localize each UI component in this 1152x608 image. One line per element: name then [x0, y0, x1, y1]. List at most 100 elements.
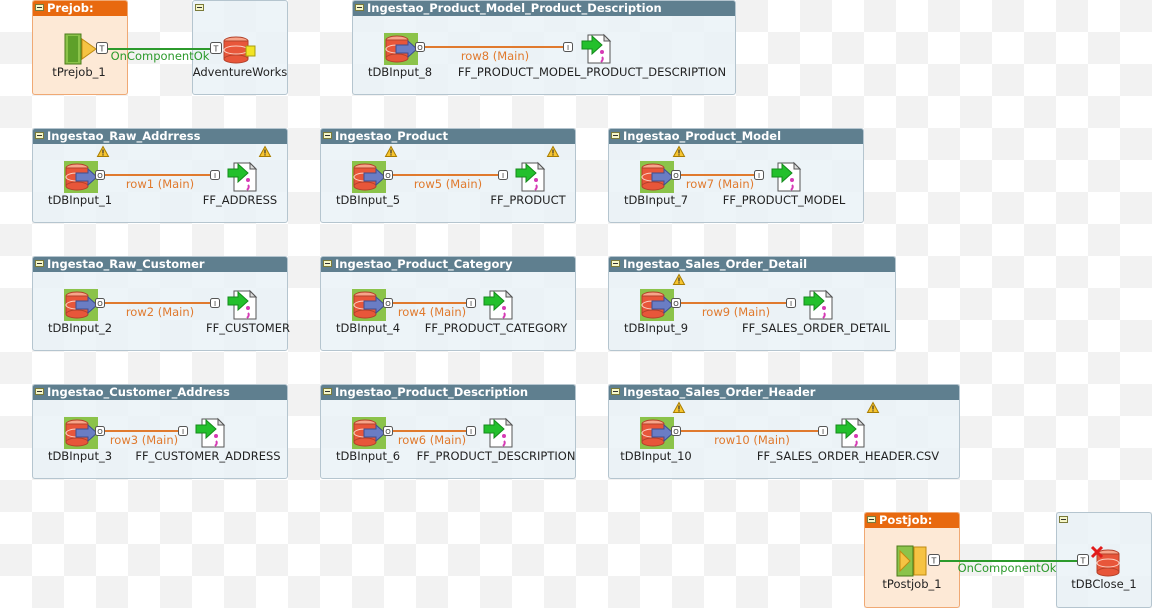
subjob-header[interactable]: Ingestao_Sales_Order_Detail — [609, 257, 895, 272]
file-output-icon[interactable] — [226, 289, 260, 321]
source-label: tDBInput_9 — [623, 321, 689, 335]
subjob-title: Ingestao_Raw_Customer — [47, 257, 205, 271]
target-label: FF_PRODUCT — [490, 193, 566, 207]
file-output-icon[interactable] — [802, 289, 836, 321]
target-label: FF_SALES_ORDER_DETAIL — [742, 321, 890, 335]
source-label: tDBInput_7 — [623, 193, 689, 207]
output-port-icon[interactable]: O — [383, 298, 393, 308]
subjob-header[interactable]: Ingestao_Product_Description — [321, 385, 575, 400]
file-output-icon[interactable] — [482, 417, 516, 449]
prejob-icon[interactable] — [64, 33, 98, 65]
subjob-header[interactable]: Ingestao_Product_Model_Product_Descripti… — [353, 1, 735, 16]
source-label: tDBInput_8 — [367, 65, 433, 79]
row-label: row1 (Main) — [125, 177, 195, 191]
prejob-subjob[interactable]: Prejob: — [32, 0, 128, 95]
db-close-icon[interactable] — [1090, 545, 1124, 577]
prejob-header[interactable]: Prejob: — [33, 1, 127, 16]
output-port-icon[interactable]: O — [671, 170, 681, 180]
source-label: tDBInput_1 — [47, 193, 113, 207]
collapse-icon[interactable] — [35, 388, 44, 395]
db-input-icon[interactable] — [352, 161, 386, 193]
trigger-label: OnComponentOk — [110, 49, 210, 63]
output-port-icon[interactable]: O — [383, 426, 393, 436]
subjob-header[interactable]: Ingestao_Product_Model — [609, 129, 863, 144]
file-output-icon[interactable] — [482, 289, 516, 321]
collapse-icon[interactable] — [323, 132, 332, 139]
svg-text:O: O — [673, 300, 679, 308]
collapse-icon[interactable] — [323, 260, 332, 267]
db-input-icon[interactable] — [64, 289, 98, 321]
collapse-icon[interactable] — [611, 388, 620, 395]
collapse-icon[interactable] — [35, 132, 44, 139]
file-output-icon[interactable] — [770, 161, 804, 193]
db-input-icon[interactable] — [640, 417, 674, 449]
svg-text:I: I — [182, 428, 184, 436]
target-label: FF_PRODUCT_MODEL_PRODUCT_DESCRIPTION — [457, 65, 727, 79]
dbclose-header[interactable] — [1057, 513, 1151, 528]
output-port-icon[interactable]: O — [671, 426, 681, 436]
subjob-header[interactable]: Ingestao_Raw_Addrress — [33, 129, 287, 144]
collapse-icon[interactable] — [35, 260, 44, 267]
subjob-header[interactable]: Ingestao_Product — [321, 129, 575, 144]
collapse-icon[interactable] — [1059, 516, 1068, 523]
trigger-port-icon[interactable]: T — [96, 42, 108, 54]
output-port-icon[interactable]: O — [415, 42, 425, 52]
collapse-icon[interactable] — [35, 4, 44, 11]
input-port-icon[interactable]: I — [498, 170, 508, 180]
db-input-icon[interactable] — [640, 161, 674, 193]
output-port-icon[interactable]: O — [671, 298, 681, 308]
input-port-icon[interactable]: I — [210, 298, 220, 308]
collapse-icon[interactable] — [867, 516, 876, 523]
collapse-icon[interactable] — [195, 4, 204, 11]
db-connection-icon[interactable] — [222, 34, 256, 66]
input-port-icon[interactable]: I — [754, 170, 764, 180]
output-port-icon[interactable]: O — [95, 170, 105, 180]
db-input-icon[interactable] — [352, 289, 386, 321]
db-input-icon[interactable] — [352, 417, 386, 449]
file-output-icon[interactable] — [514, 161, 548, 193]
subjob-header[interactable]: Ingestao_Product_Category — [321, 257, 575, 272]
svg-text:O: O — [385, 300, 391, 308]
file-output-icon[interactable] — [580, 33, 614, 65]
file-output-icon[interactable] — [226, 161, 260, 193]
db-input-icon[interactable] — [384, 33, 418, 65]
db-input-icon[interactable] — [640, 289, 674, 321]
db-input-icon[interactable] — [64, 161, 98, 193]
adventureworks-header[interactable] — [193, 1, 287, 16]
source-label: tDBInput_4 — [335, 321, 401, 335]
output-port-icon[interactable]: O — [95, 298, 105, 308]
row-label: row10 (Main) — [714, 433, 790, 447]
input-port-icon[interactable]: I — [563, 42, 573, 52]
output-port-icon[interactable]: O — [383, 170, 393, 180]
target-label: FF_CUSTOMER — [206, 321, 290, 335]
collapse-icon[interactable] — [355, 4, 364, 11]
collapse-icon[interactable] — [323, 388, 332, 395]
trigger-port-icon[interactable]: T — [1077, 554, 1089, 566]
subjob-header[interactable]: Ingestao_Sales_Order_Header — [609, 385, 959, 400]
trigger-port-icon[interactable]: T — [210, 42, 222, 54]
row-label: row7 (Main) — [685, 177, 755, 191]
file-output-icon[interactable] — [194, 417, 228, 449]
db-input-icon[interactable] — [64, 417, 98, 449]
warning-icon — [672, 273, 686, 285]
postjob-icon[interactable] — [896, 545, 930, 577]
input-port-icon[interactable]: I — [210, 170, 220, 180]
postjob-header[interactable]: Postjob: — [865, 513, 959, 528]
input-port-icon[interactable]: I — [466, 298, 476, 308]
file-output-icon[interactable] — [834, 417, 868, 449]
input-port-icon[interactable]: I — [818, 426, 828, 436]
subjob-title: Ingestao_Sales_Order_Detail — [623, 257, 808, 271]
input-port-icon[interactable]: I — [178, 426, 188, 436]
input-port-icon[interactable]: I — [466, 426, 476, 436]
row-label: row8 (Main) — [460, 49, 530, 63]
input-port-icon[interactable]: I — [786, 298, 796, 308]
trigger-port-icon[interactable]: T — [928, 554, 940, 566]
svg-text:O: O — [385, 172, 391, 180]
collapse-icon[interactable] — [611, 132, 620, 139]
source-label: tDBInput_2 — [47, 321, 113, 335]
collapse-icon[interactable] — [611, 260, 620, 267]
subjob-header[interactable]: Ingestao_Customer_Address — [33, 385, 287, 400]
subjob-header[interactable]: Ingestao_Raw_Customer — [33, 257, 287, 272]
svg-text:O: O — [97, 172, 103, 180]
output-port-icon[interactable]: O — [95, 426, 105, 436]
